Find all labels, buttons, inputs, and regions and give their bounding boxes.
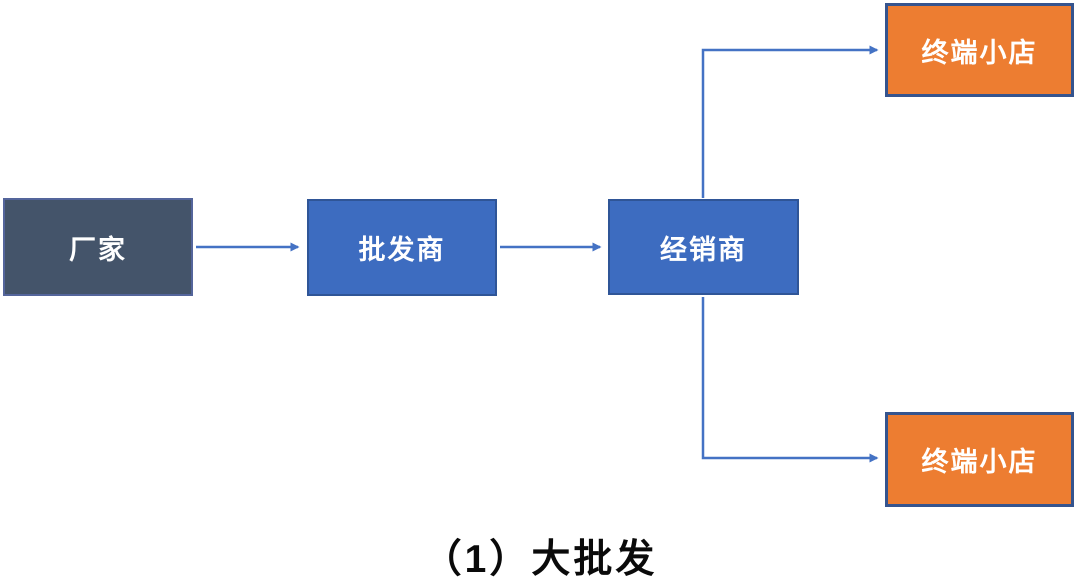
edge-dealer-to-shop-bottom bbox=[701, 297, 879, 463]
node-wholesaler[interactable]: 批发商 bbox=[307, 199, 497, 296]
diagram-caption: （1）大批发 bbox=[422, 538, 658, 581]
edge-dealer-to-shop-top bbox=[701, 45, 879, 198]
node-terminal-shop-bottom-label: 终端小店 bbox=[921, 447, 1038, 477]
node-wholesaler-label: 批发商 bbox=[358, 235, 446, 265]
node-factory[interactable]: 厂家 bbox=[3, 198, 193, 296]
node-terminal-shop-top[interactable]: 终端小店 bbox=[885, 3, 1074, 97]
node-factory-label: 厂家 bbox=[69, 234, 127, 265]
node-dealer[interactable]: 经销商 bbox=[608, 199, 799, 295]
node-terminal-shop-bottom[interactable]: 终端小店 bbox=[885, 412, 1074, 507]
node-dealer-label: 经销商 bbox=[660, 234, 747, 265]
node-terminal-shop-top-label: 终端小店 bbox=[921, 37, 1038, 68]
